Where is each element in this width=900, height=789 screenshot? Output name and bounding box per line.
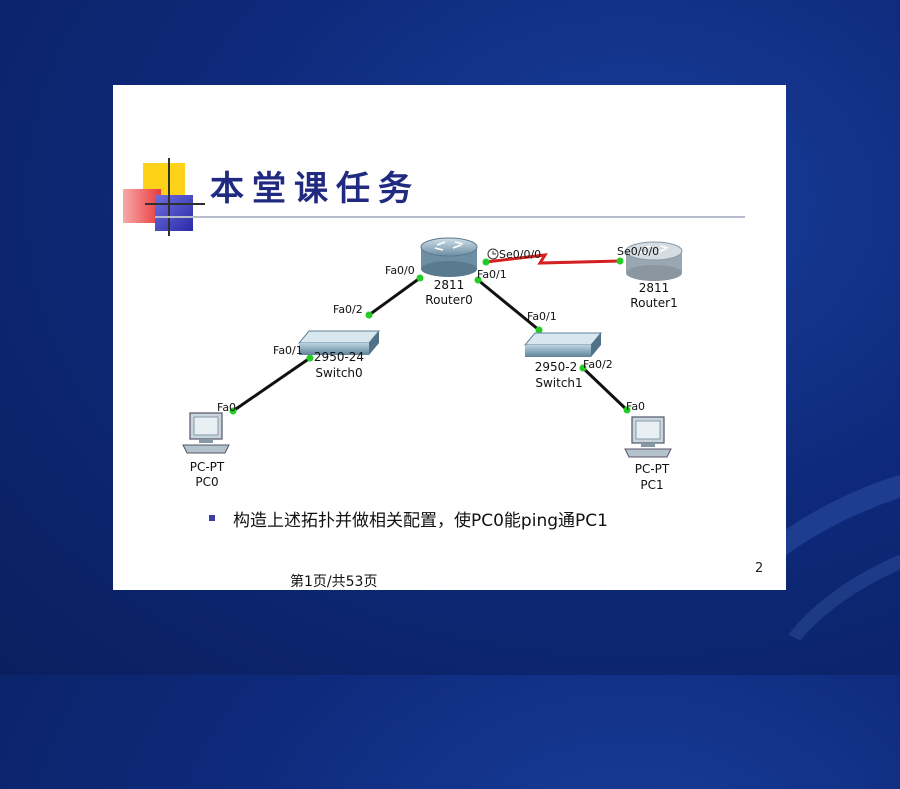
- switch1-model-label: 2950-2: [535, 360, 578, 374]
- switch1-name-label: Switch1: [535, 376, 582, 390]
- bullet-marker: [209, 515, 215, 521]
- title-rule: [155, 216, 745, 218]
- router-icon[interactable]: [420, 237, 478, 277]
- port-label: Fa0/1: [477, 268, 507, 281]
- clock-icon: [487, 248, 499, 260]
- network-topology-diagram: 2811 Router0 2811 Router1 2950-24 Switch…: [182, 237, 683, 492]
- pc1-name-label: PC1: [640, 478, 663, 492]
- link-router0-router1-serial: [485, 253, 621, 265]
- deco-square-blue: [155, 195, 193, 231]
- pc1-model-label: PC-PT: [635, 462, 670, 476]
- page-footer: 第1页/共53页: [290, 574, 378, 590]
- pc-icon[interactable]: [624, 416, 672, 458]
- router-icon[interactable]: [625, 241, 683, 281]
- router1-name-label: Router1: [630, 296, 677, 310]
- port-label: Se0/0/0: [499, 248, 541, 261]
- port-label: Fa0: [217, 401, 236, 414]
- slide-title: 本堂课任务: [210, 169, 420, 209]
- pc-icon[interactable]: [182, 412, 230, 454]
- port-label: Fa0/1: [273, 344, 303, 357]
- router0-name-label: Router0: [425, 293, 472, 307]
- slide-page-number: 2: [755, 561, 764, 576]
- port-label: Fa0/2: [333, 303, 363, 316]
- pc0-name-label: PC0: [195, 475, 218, 489]
- link-switch0-pc0: [232, 356, 311, 413]
- switch0-model-label: 2950-24: [314, 350, 364, 364]
- router0-model-label: 2811: [434, 278, 465, 292]
- link-router0-switch1: [477, 278, 540, 332]
- slide: 本堂课任务: [113, 85, 786, 590]
- link-router0-switch0: [368, 276, 421, 317]
- switch-icon[interactable]: [523, 332, 603, 357]
- switch0-name-label: Switch0: [315, 366, 362, 380]
- pc0-model-label: PC-PT: [190, 460, 225, 474]
- deco-hline: [145, 203, 205, 205]
- deco-vline: [168, 158, 170, 236]
- port-label: Se0/0/0: [617, 245, 659, 258]
- port-label: Fa0/2: [583, 358, 613, 371]
- router1-model-label: 2811: [639, 281, 670, 295]
- task-bullet-text: 构造上述拓扑并做相关配置，使PC0能ping通PC1: [233, 511, 608, 531]
- link-switch1-pc1: [581, 366, 629, 412]
- port-label: Fa0/1: [527, 310, 557, 323]
- port-label: Fa0: [626, 400, 645, 413]
- deco-square-red: [123, 189, 161, 223]
- switch-icon[interactable]: [297, 330, 381, 355]
- port-dots: [229, 257, 631, 415]
- port-label: Fa0/0: [385, 264, 415, 277]
